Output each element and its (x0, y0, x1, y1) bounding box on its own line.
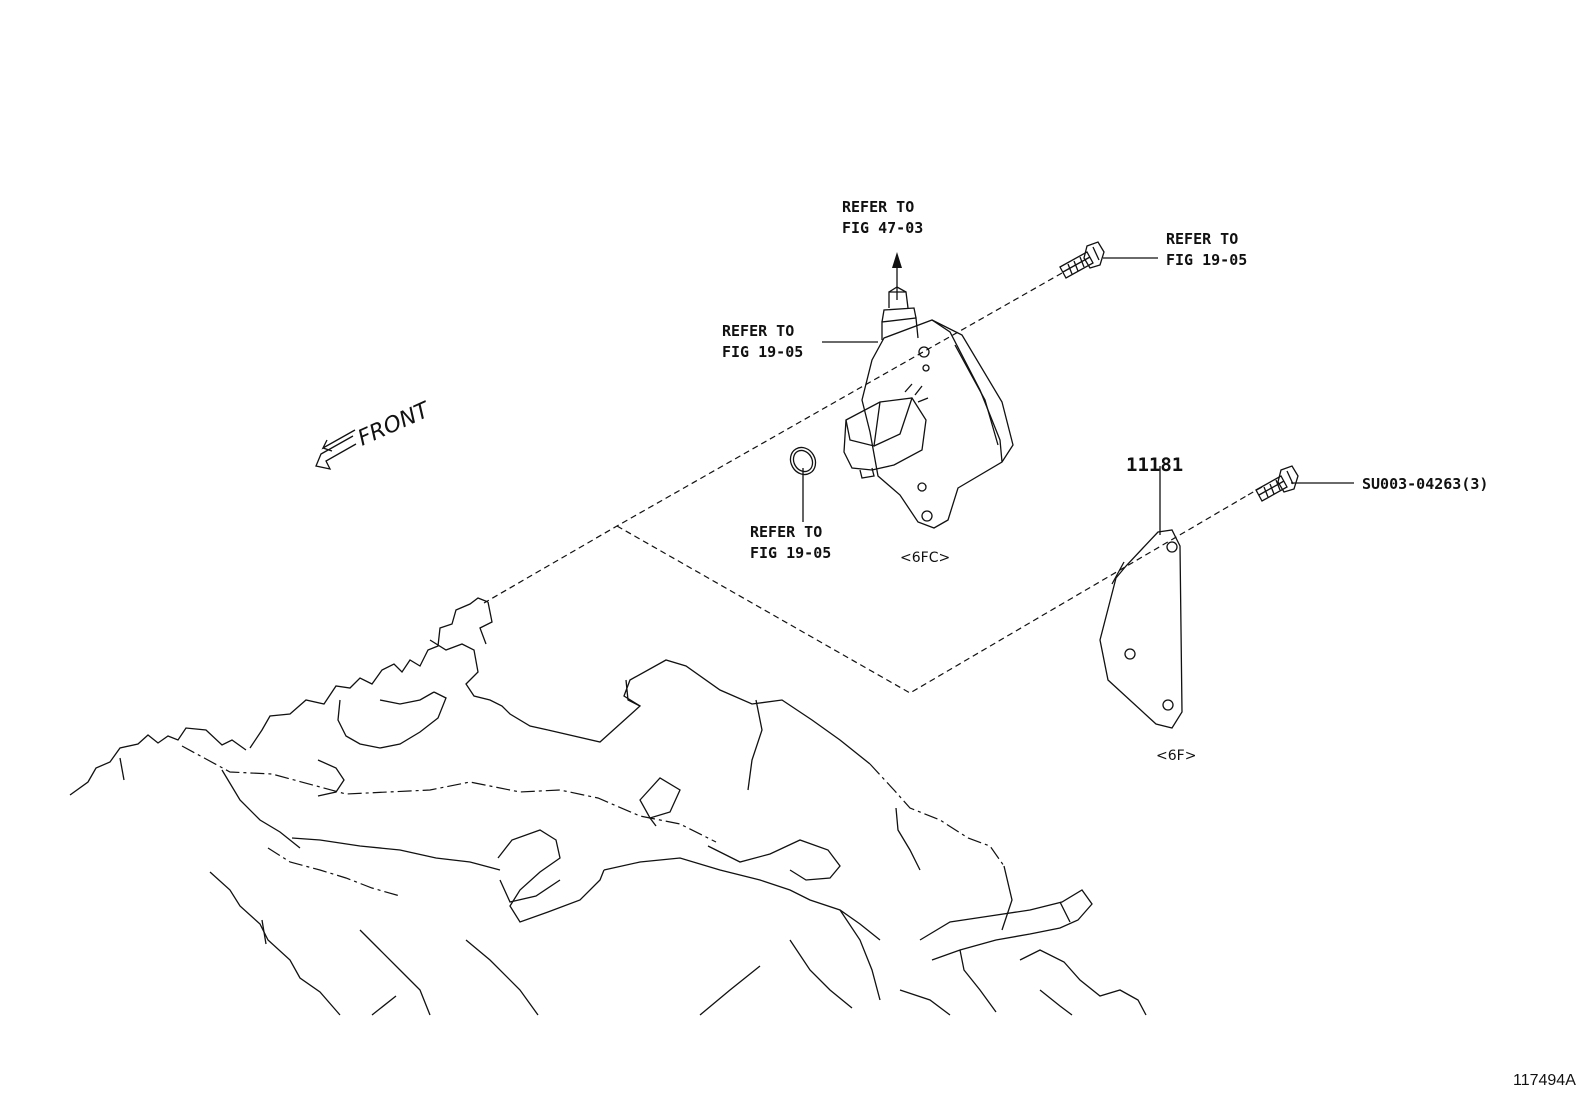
callout-line-2: FIG 19-05 (722, 343, 803, 361)
callout-pump-body[interactable]: REFER TO FIG 19-05 (722, 322, 803, 361)
cover-plate[interactable] (1099, 529, 1183, 729)
assembly-dashed-lines (483, 272, 1263, 694)
code-plate: <6F> (1156, 748, 1196, 764)
leader-lines (802, 257, 1354, 535)
front-label: FRONT (354, 397, 434, 451)
callout-line-2: FIG 19-05 (1166, 251, 1247, 269)
callout-line-2: FIG 47-03 (842, 219, 923, 237)
engine-outline (69, 597, 1147, 1016)
figure-id: 117494A (1513, 1072, 1576, 1089)
vacuum-pump[interactable] (843, 286, 1014, 529)
callout-upper-pipe[interactable]: REFER TO FIG 47-03 (842, 198, 923, 237)
front-arrow-icon (315, 429, 357, 470)
callout-line-2: FIG 19-05 (750, 544, 831, 562)
callout-plate-bolt[interactable]: SU003-04263(3) (1362, 475, 1488, 493)
up-arrow-icon (892, 252, 902, 268)
plate-bolt[interactable] (1255, 465, 1299, 502)
callout-line-1: REFER TO (842, 198, 914, 216)
callout-line-1: REFER TO (750, 523, 822, 541)
code-pump: <6FC> (900, 550, 950, 566)
callout-line-1: REFER TO (722, 322, 794, 340)
pump-bolt[interactable] (1059, 241, 1105, 279)
part-number-11181[interactable]: 11181 (1126, 454, 1183, 476)
callout-pump-bolt[interactable]: REFER TO FIG 19-05 (1166, 230, 1247, 269)
o-ring-inner (792, 449, 814, 473)
o-ring[interactable] (786, 443, 821, 479)
callout-o-ring[interactable]: REFER TO FIG 19-05 (750, 523, 831, 562)
callout-line-1: REFER TO (1166, 230, 1238, 248)
